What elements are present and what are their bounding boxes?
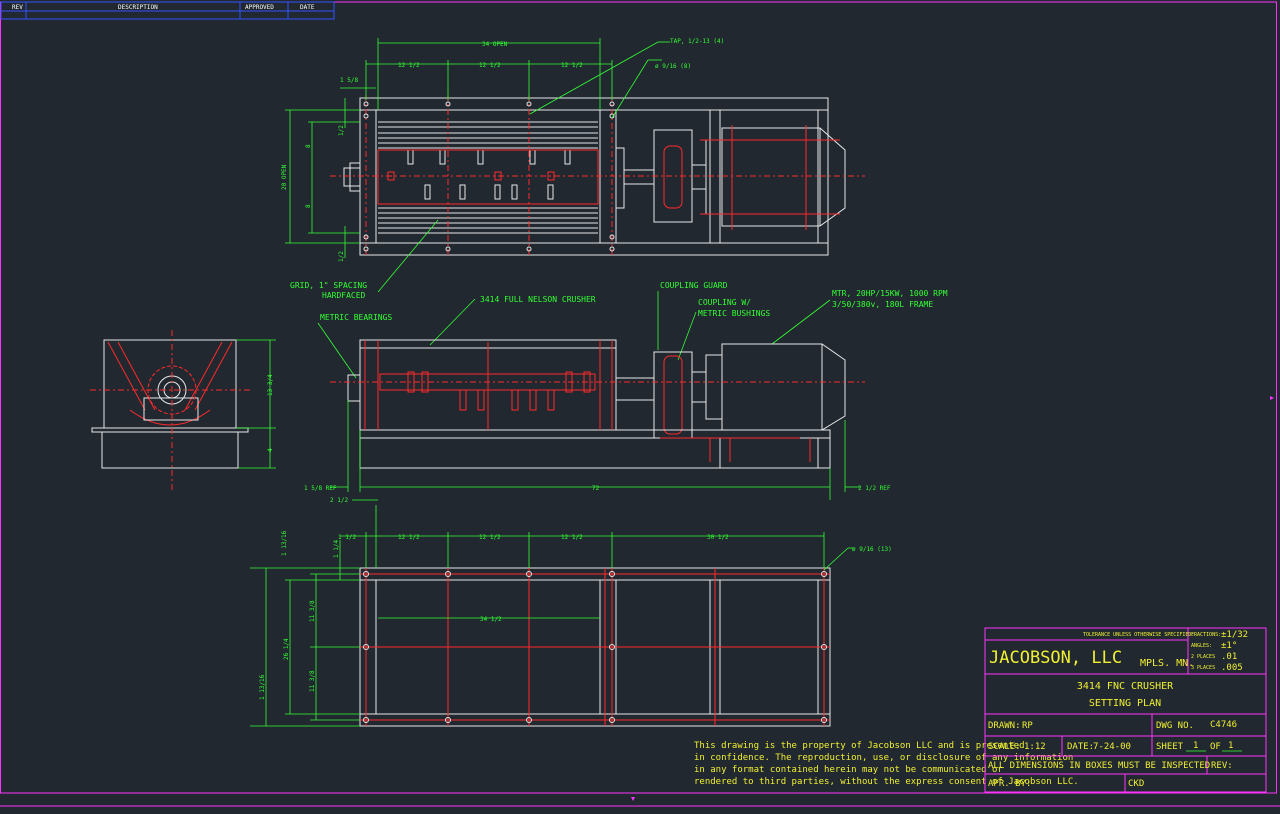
rev-header: REV (12, 4, 23, 11)
confidentiality-notice: This drawing is the property of Jacobson… (694, 741, 1079, 787)
dwg-no-value: C4746 (1210, 720, 1237, 730)
dim-end-upper: 13 3/4 (267, 374, 274, 396)
fractions-value: ±1/32 (1221, 630, 1248, 640)
date-header: DATE (300, 4, 315, 11)
approved-by-label: APR. BY: (988, 779, 1031, 789)
dim-base-v-overall: 26 1/4 (283, 638, 290, 660)
drawn-value: RP (1022, 721, 1033, 731)
sheet-label: SHEET (1156, 742, 1184, 752)
top-view: 34 OPEN 12 1/2 12 1/2 12 1/2 1 5/8 20 OP… (281, 38, 865, 262)
dim-base-inner: 34 1/2 (480, 616, 502, 623)
of-value: 1 (1228, 741, 1233, 751)
dim-base-v-top: 1 13/16 (281, 530, 288, 556)
dim-spacing-a: 12 1/2 (398, 62, 420, 69)
scale-label: SCALE: (988, 742, 1021, 752)
drawn-label: DRAWN: (988, 721, 1021, 731)
dim-right-ref: 2 1/2 REF (858, 485, 891, 492)
dim-base-spacing-c: 12 1/2 (561, 534, 583, 541)
label-coupling-guard: COUPLING GUARD (660, 281, 728, 290)
label-coupling-line2: METRIC BUSHINGS (698, 309, 770, 318)
label-coupling-line1: COUPLING W/ (698, 298, 751, 307)
base-view: 1 1/2 12 1/2 12 1/2 12 1/2 30 1/2 34 1/2… (250, 505, 892, 727)
dim-base-left-edge: 1 1/2 (338, 534, 356, 541)
checked-label: CKD (1128, 779, 1144, 789)
description-header: DESCRIPTION (118, 4, 158, 11)
inspection-note: ALL DIMENSIONS IN BOXES MUST BE INSPECTE… (988, 761, 1210, 771)
dim-base-v-mid-a: 11 3/8 (309, 600, 316, 622)
approved-header: APPROVED (245, 4, 274, 11)
callout-tap: TAP, 1/2-13 (4) (670, 38, 724, 45)
dim-end-lower: 4 (267, 448, 274, 452)
company-name: JACOBSON, LLC (989, 648, 1122, 668)
label-crusher: 3414 FULL NELSON CRUSHER (480, 295, 596, 304)
date-value: 7-24-00 (1093, 742, 1131, 752)
dim-base-spacing-a: 12 1/2 (398, 534, 420, 541)
two-places-value: .01 (1221, 652, 1237, 662)
dim-base-v-top-small: 1 1/4 (333, 540, 340, 558)
tolerance-heading: TOLERANCE UNLESS OTHERWISE SPECIFIED: (1083, 632, 1194, 638)
label-metric-bearings: METRIC BEARINGS (320, 313, 392, 322)
dim-base-v-bottom: 1 13/16 (259, 674, 266, 700)
side-view: 1 5/8 REF 2 1/2 REF 72 2 1/2 (304, 339, 891, 504)
dim-small-a: 1/2 (338, 125, 345, 136)
angles-label: ANGLES: (1191, 643, 1212, 649)
dim-small-b: 1/2 (338, 251, 345, 262)
three-places-value: .005 (1221, 663, 1243, 673)
date-label: DATE: (1067, 742, 1094, 752)
dim-side-a: 8 (305, 144, 312, 148)
revision-block: REV DESCRIPTION APPROVED DATE (0, 1, 335, 20)
drawing-title-line2: SETTING PLAN (1089, 698, 1161, 709)
sheet-value: 1 (1193, 741, 1198, 751)
dim-base-spacing-d: 30 1/2 (707, 534, 729, 541)
label-grid-line2: HARDFACED (322, 291, 366, 300)
dwg-no-label: DWG NO. (1156, 721, 1194, 731)
label-motor-line2: 3/50/380v, 180L FRAME (832, 300, 933, 309)
of-label: OF (1210, 742, 1221, 752)
dim-side-b: 8 (305, 204, 312, 208)
dim-left-offset: 1 5/8 (340, 77, 358, 84)
drawing-title-line1: 3414 FNC CRUSHER (1077, 681, 1174, 692)
end-view: 13 3/4 4 (90, 330, 276, 490)
callout-holes-top: ø 9/16 (8) (655, 63, 691, 70)
label-grid-line1: GRID, 1" SPACING (290, 281, 367, 290)
fractions-label: FRACTIONS: (1191, 632, 1221, 638)
dim-base-v-mid-b: 11 3/8 (309, 670, 316, 692)
two-places-label: 2 PLACES (1191, 654, 1215, 660)
dim-height-opening: 20 OPEN (281, 164, 288, 190)
notice-line-1: This drawing is the property of Jacobson… (694, 741, 1025, 751)
feature-labels: GRID, 1" SPACING HARDFACED 3414 FULL NEL… (290, 219, 948, 379)
dim-overall-72: 72 (592, 485, 600, 492)
dim-base-spacing-b: 12 1/2 (479, 534, 501, 541)
dim-left-ref: 1 5/8 REF (304, 485, 337, 492)
rev-label: REV: (1211, 761, 1233, 771)
notice-line-4: rendered to third parties, without the e… (694, 777, 1079, 787)
dim-spacing-c: 12 1/2 (561, 62, 583, 69)
company-location: MPLS. MN. (1140, 658, 1194, 669)
scale-value: 1:12 (1024, 742, 1046, 752)
title-block: TOLERANCE UNLESS OTHERWISE SPECIFIED: FR… (984, 627, 1267, 793)
notice-line-2: in confidence. The reproduction, use, or… (694, 753, 1073, 763)
dim-overall-opening: 34 OPEN (482, 41, 508, 48)
notice-line-3: in any format contained herein may not b… (694, 765, 1003, 775)
dim-bottom-left: 2 1/2 (330, 497, 348, 504)
dim-spacing-b: 12 1/2 (479, 62, 501, 69)
label-motor-line1: MTR, 20HP/15KW, 1000 RPM (832, 289, 948, 298)
three-places-label: 3 PLACES (1191, 665, 1215, 671)
angles-value: ±1° (1221, 641, 1237, 651)
callout-holes-base: ø 9/16 (13) (852, 546, 892, 553)
